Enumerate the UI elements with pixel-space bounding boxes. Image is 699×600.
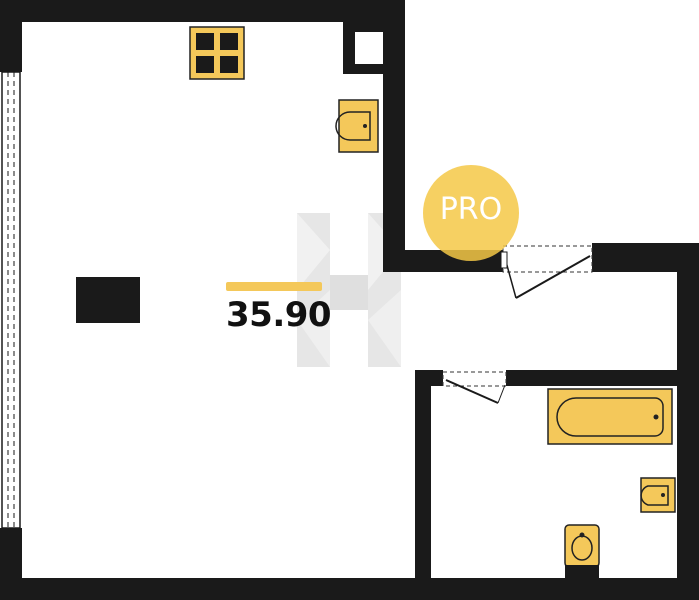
- bathroom-door: [442, 371, 507, 404]
- area-underline: [226, 282, 322, 291]
- cooktop: [189, 26, 245, 80]
- entrance-door: [500, 245, 593, 299]
- kitchen-sink: [335, 99, 379, 153]
- pro-badge-text: PRO: [439, 192, 503, 227]
- pro-badge[interactable]: PRO: [423, 165, 519, 261]
- bathtub: [547, 388, 673, 445]
- column: [76, 277, 140, 323]
- bathroom-sink: [640, 477, 676, 513]
- toilet: [564, 524, 600, 579]
- window: [1, 71, 21, 529]
- room-area-label: 35.90: [226, 295, 332, 335]
